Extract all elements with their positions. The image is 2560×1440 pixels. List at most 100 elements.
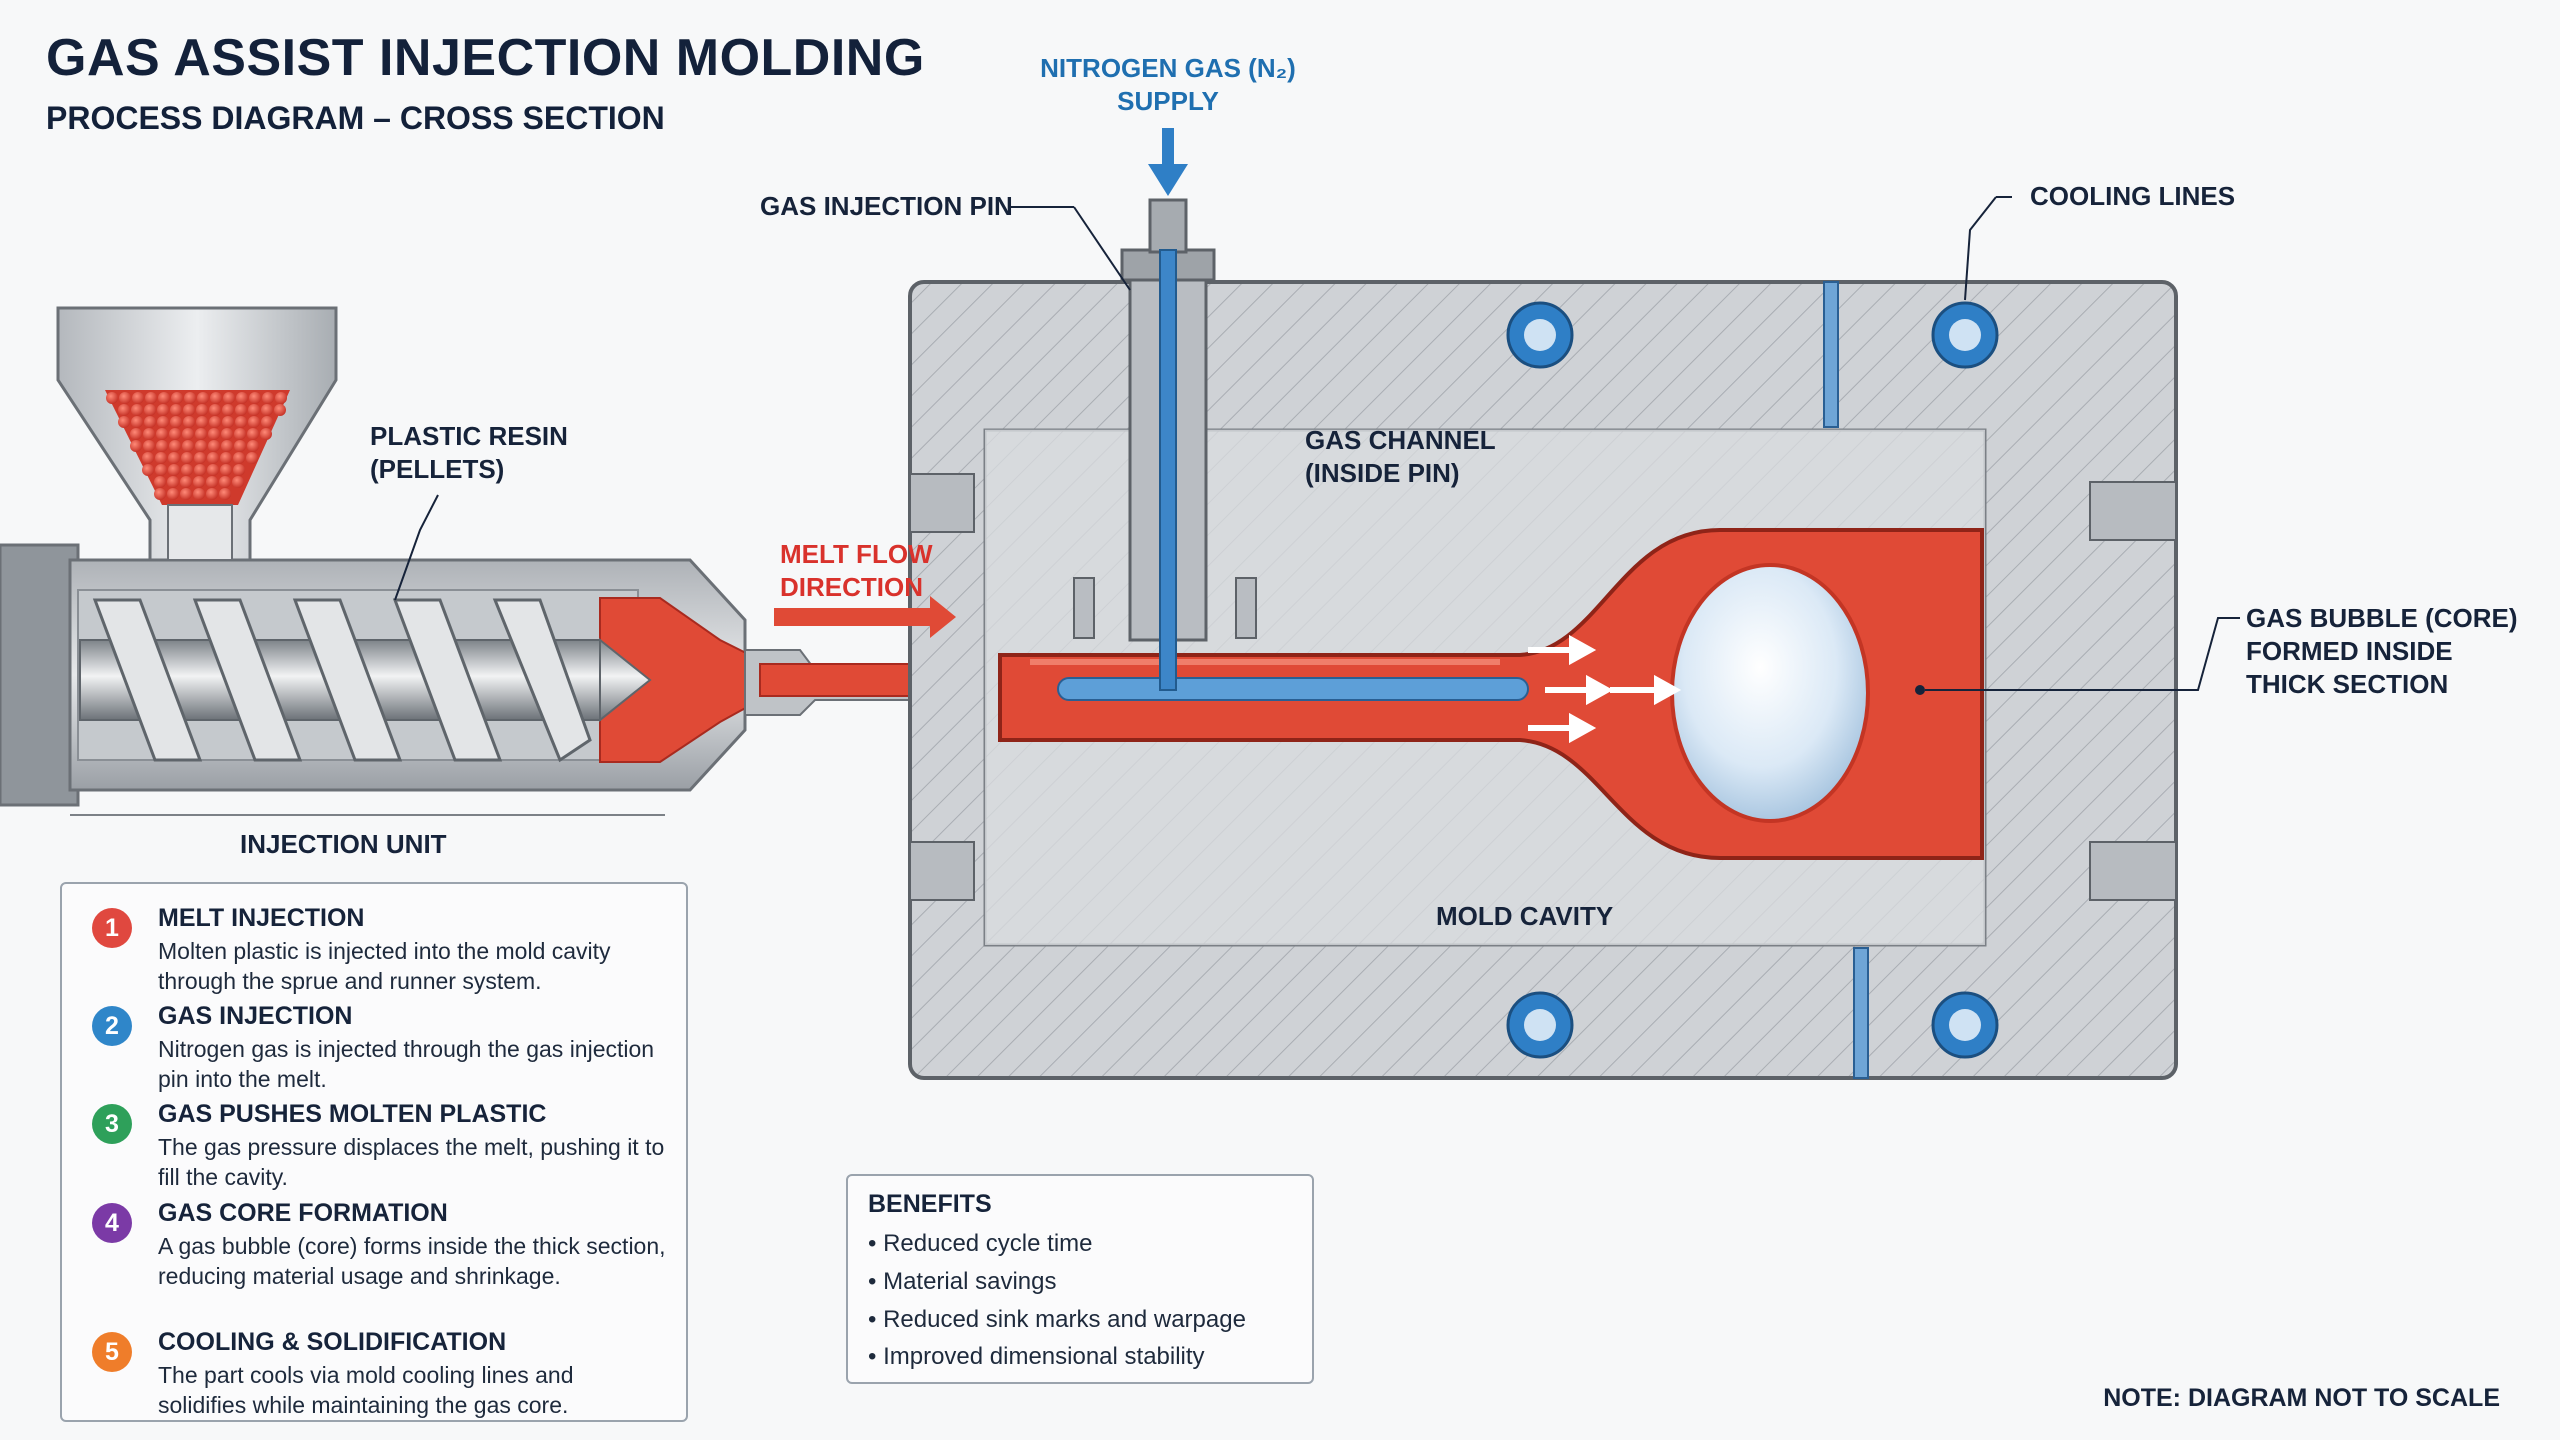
resin-pellet	[118, 404, 130, 416]
resin-pellet	[219, 476, 231, 488]
resin-pellet	[195, 440, 207, 452]
plastic-resin-line1: PLASTIC RESIN	[370, 421, 568, 451]
resin-pellet	[249, 392, 261, 404]
resin-pellet	[233, 452, 245, 464]
resin-pellet	[236, 392, 248, 404]
resin-pellet	[130, 428, 142, 440]
benefit-item: • Reduced cycle time	[868, 1230, 1093, 1257]
resin-pellet	[260, 428, 272, 440]
gas-bubble-line3: THICK SECTION	[2246, 669, 2449, 699]
resin-pellet	[194, 452, 206, 464]
step-text: The part cools via mold cooling lines an…	[158, 1362, 574, 1418]
nitrogen-label-line1: NITROGEN GAS (N₂)	[1040, 53, 1296, 83]
benefits-panel: BENEFITS • Reduced cycle time • Material…	[846, 1174, 1314, 1384]
step-badge: 1	[92, 908, 132, 948]
gas-channel-line1: GAS CHANNEL	[1305, 425, 1496, 455]
resin-pellet	[208, 428, 220, 440]
resin-pellet	[171, 392, 183, 404]
resin-pellet	[170, 416, 182, 428]
resin-pellet	[233, 464, 245, 476]
resin-pellet	[262, 392, 274, 404]
resin-pellet	[142, 452, 154, 464]
step-badge: 3	[92, 1104, 132, 1144]
gas-channel-line2: (INSIDE PIN)	[1305, 458, 1460, 488]
resin-pellet	[180, 488, 192, 500]
resin-pellet	[209, 416, 221, 428]
resin-pellet	[156, 440, 168, 452]
resin-pellet	[207, 452, 219, 464]
melt-flow-line2: DIRECTION	[780, 572, 923, 602]
resin-pellet	[234, 440, 246, 452]
resin-pellet	[193, 476, 205, 488]
resin-pellet	[194, 464, 206, 476]
gas-bubble-line2: FORMED INSIDE	[2246, 636, 2453, 666]
resin-pellet	[207, 464, 219, 476]
resin-pellet	[232, 476, 244, 488]
resin-pellet	[119, 392, 131, 404]
resin-pellet	[142, 464, 154, 476]
resin-pellet	[132, 392, 144, 404]
resin-pellet	[145, 392, 157, 404]
resin-pellet	[219, 488, 231, 500]
resin-pellet	[261, 416, 273, 428]
resin-pellet	[234, 428, 246, 440]
resin-pellet	[180, 476, 192, 488]
resin-pellet	[181, 464, 193, 476]
resin-pellet	[168, 464, 180, 476]
resin-pellet	[247, 440, 259, 452]
injection-unit-label: INJECTION UNIT	[240, 829, 447, 859]
resin-pellet	[235, 404, 247, 416]
resin-pellet	[167, 476, 179, 488]
resin-pellet	[209, 404, 221, 416]
gas-bubble-line1: GAS BUBBLE (CORE)	[2246, 603, 2518, 633]
resin-pellet	[183, 404, 195, 416]
benefit-item: • Improved dimensional stability	[868, 1343, 1205, 1370]
resin-pellet	[248, 416, 260, 428]
page-title: GAS ASSIST INJECTION MOLDING	[46, 29, 925, 87]
resin-pellet	[118, 416, 130, 428]
step-title: GAS CORE FORMATION	[158, 1199, 448, 1227]
resin-pellet	[143, 440, 155, 452]
mold-cavity-label: MOLD CAVITY	[1436, 901, 1614, 931]
plastic-resin-line2: (PELLETS)	[370, 454, 505, 484]
resin-pellet	[220, 464, 232, 476]
resin-pellet	[131, 416, 143, 428]
resin-pellet	[193, 488, 205, 500]
resin-pellet	[210, 392, 222, 404]
melt-flow-label: MELT FLOW DIRECTION	[780, 538, 933, 604]
nitrogen-label-line2: SUPPLY	[1117, 86, 1219, 116]
resin-pellet	[168, 452, 180, 464]
resin-pellet	[274, 404, 286, 416]
resin-pellet	[155, 464, 167, 476]
step-title: MELT INJECTION	[158, 904, 365, 932]
resin-pellet	[181, 452, 193, 464]
resin-pellet	[183, 416, 195, 428]
resin-pellet	[106, 392, 118, 404]
resin-pellet	[261, 404, 273, 416]
step-title: GAS PUSHES MOLTEN PLASTIC	[158, 1100, 547, 1128]
scale-note: NOTE: DIAGRAM NOT TO SCALE	[2103, 1384, 2500, 1412]
nitrogen-label: NITROGEN GAS (N₂) SUPPLY	[1040, 52, 1296, 118]
resin-pellet	[208, 440, 220, 452]
resin-pellet	[169, 440, 181, 452]
gas-channel-label: GAS CHANNEL (INSIDE PIN)	[1305, 424, 1496, 490]
resin-pellet	[154, 488, 166, 500]
process-steps-panel: 1 MELT INJECTION Molten plastic is injec…	[60, 882, 688, 1422]
step-badge: 2	[92, 1006, 132, 1046]
step-badge: 5	[92, 1332, 132, 1372]
cooling-lines-label: COOLING LINES	[2030, 181, 2236, 211]
resin-pellet	[143, 428, 155, 440]
resin-pellet	[131, 404, 143, 416]
resin-pellet	[157, 416, 169, 428]
resin-pellet	[169, 428, 181, 440]
resin-pellet	[184, 392, 196, 404]
resin-pellet	[167, 488, 179, 500]
resin-pellet	[222, 416, 234, 428]
resin-pellet	[197, 392, 209, 404]
resin-pellets	[106, 392, 287, 500]
resin-pellet	[235, 416, 247, 428]
step-text: Nitrogen gas is injected through the gas…	[158, 1036, 655, 1092]
resin-pellet	[130, 440, 142, 452]
step-text: The gas pressure displaces the melt, pus…	[158, 1134, 665, 1190]
